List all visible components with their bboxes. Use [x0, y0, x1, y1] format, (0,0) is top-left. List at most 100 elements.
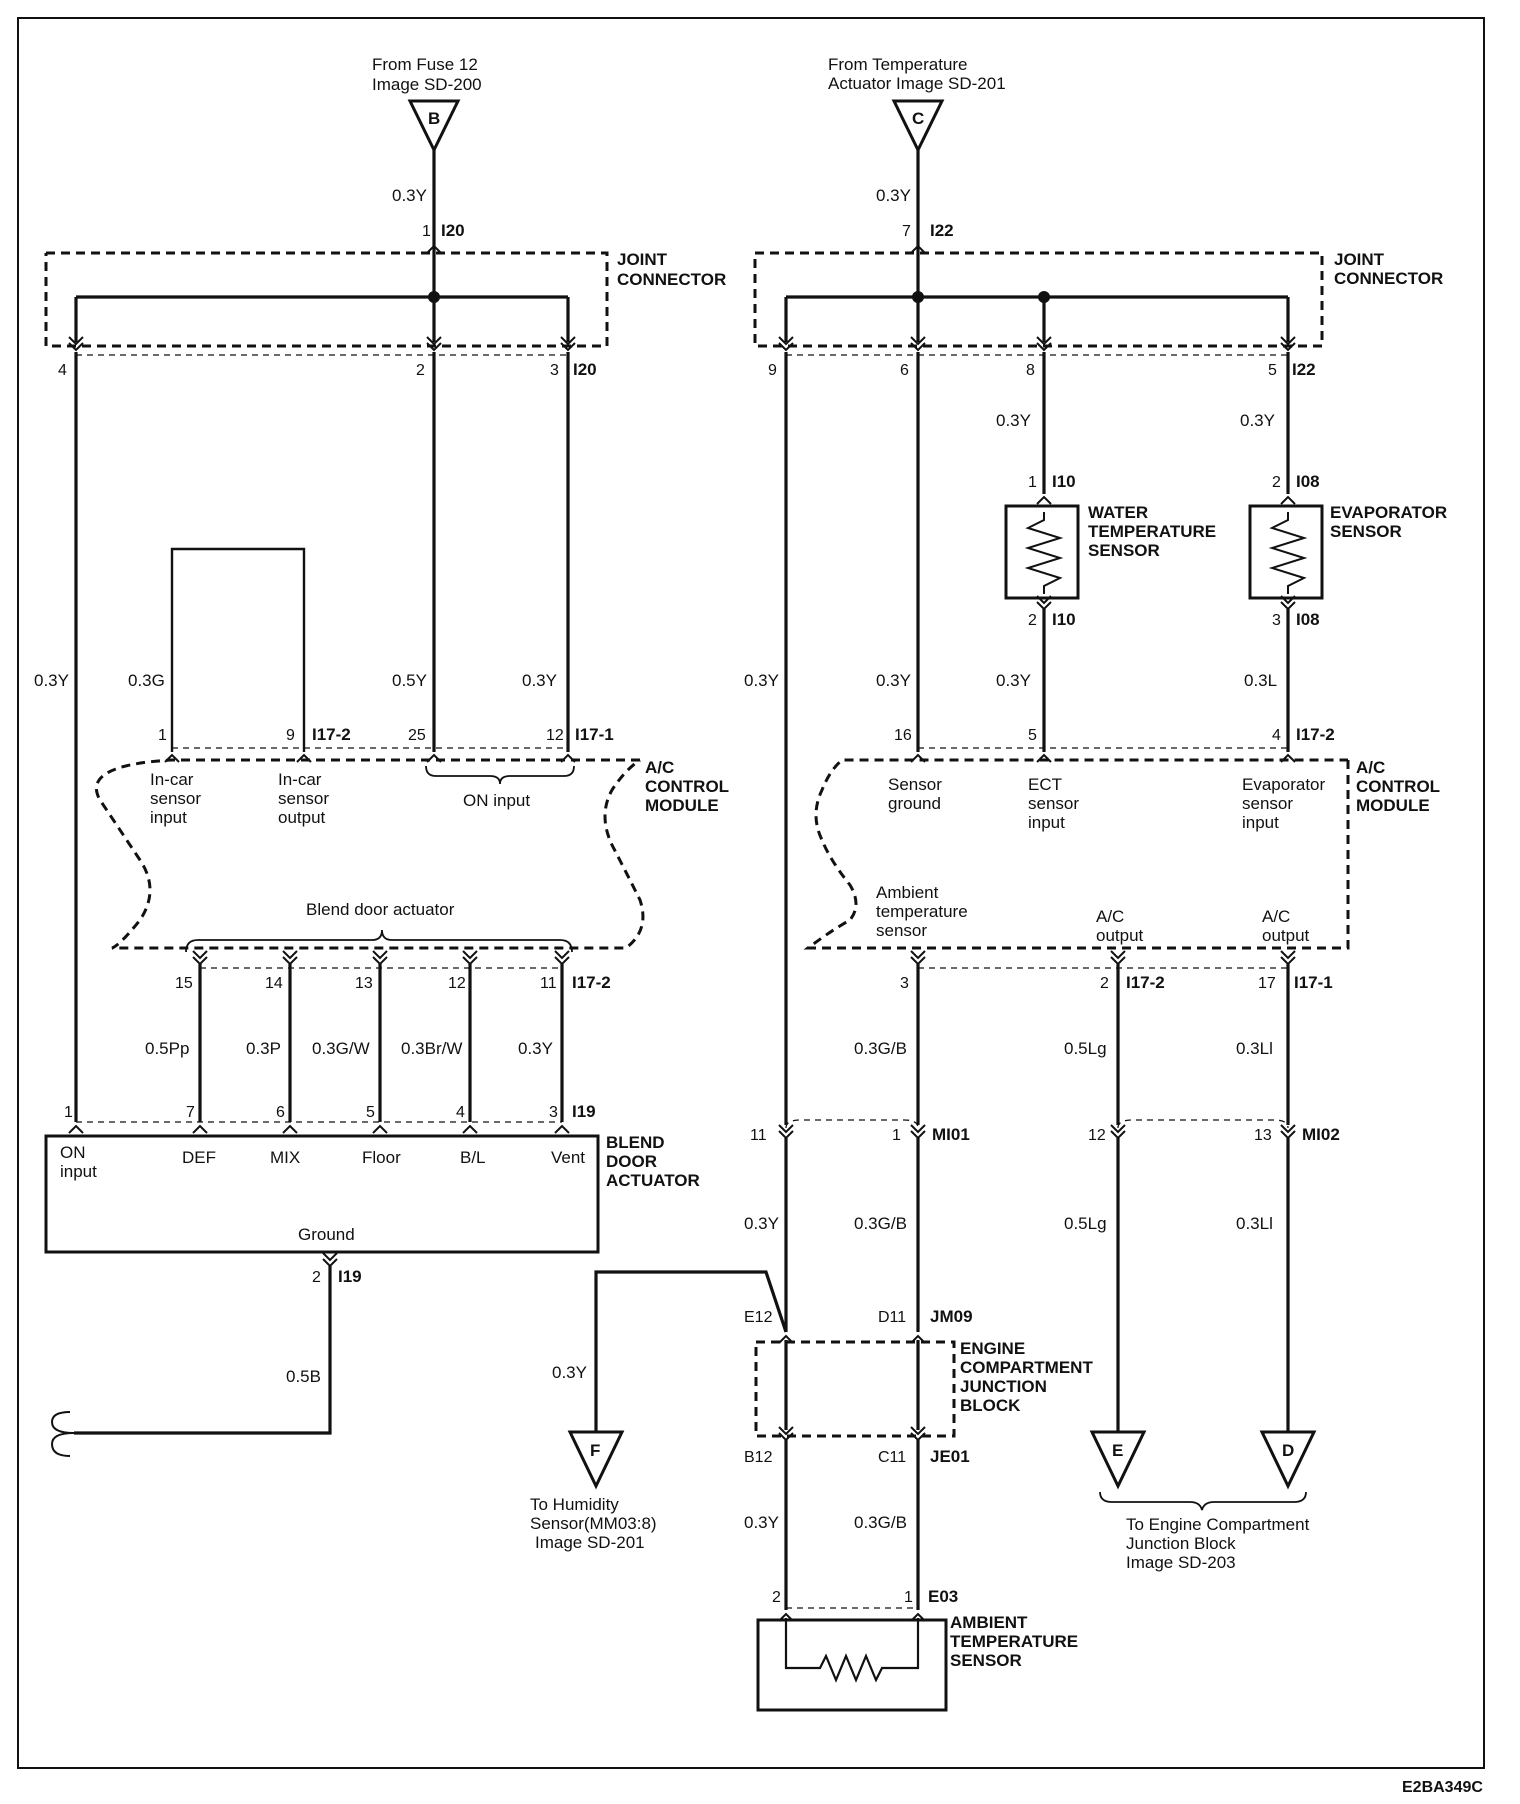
svg-text:0.3Y: 0.3Y [518, 1039, 553, 1058]
svg-text:I19: I19 [338, 1267, 362, 1286]
svg-text:TEMPERATURE: TEMPERATURE [950, 1632, 1078, 1651]
svg-text:12: 12 [448, 975, 466, 992]
ac-control-module-left: A/C CONTROL MODULE [94, 758, 729, 950]
svg-text:2: 2 [1100, 975, 1109, 992]
svg-text:1: 1 [892, 1127, 901, 1144]
joint-connector-right: JOINT CONNECTOR [753, 250, 1443, 348]
svg-text:I20: I20 [573, 360, 597, 379]
svg-text:0.5Pp: 0.5Pp [145, 1039, 189, 1058]
terminal-d: D [1259, 1430, 1317, 1490]
svg-text:7: 7 [902, 223, 911, 240]
svg-text:2: 2 [416, 362, 425, 379]
svg-text:Ambient: Ambient [876, 883, 939, 902]
svg-text:WATER: WATER [1088, 503, 1148, 522]
svg-text:0.3G/B: 0.3G/B [854, 1214, 907, 1233]
svg-text:1: 1 [158, 727, 167, 744]
svg-text:0.3P: 0.3P [246, 1039, 281, 1058]
pin-label-sensor-ground: Sensor ground [888, 775, 942, 813]
svg-text:D11: D11 [878, 1309, 906, 1326]
svg-text:JUNCTION: JUNCTION [960, 1377, 1047, 1396]
svg-text:ground: ground [888, 794, 941, 813]
svg-text:AMBIENT: AMBIENT [950, 1613, 1028, 1632]
svg-text:1: 1 [904, 1589, 913, 1606]
water-temperature-sensor: WATER TEMPERATURE SENSOR [1004, 503, 1216, 600]
svg-text:Image SD-203: Image SD-203 [1126, 1553, 1236, 1572]
svg-text:0.3Y: 0.3Y [392, 186, 427, 205]
svg-text:7: 7 [186, 1104, 195, 1121]
svg-text:0.3Br/W: 0.3Br/W [401, 1039, 462, 1058]
svg-text:F: F [590, 1441, 600, 1460]
svg-text:MODULE: MODULE [645, 796, 719, 815]
svg-text:input: input [150, 808, 187, 827]
svg-text:MI01: MI01 [932, 1125, 970, 1144]
pin-label-ect-input: ECT sensor input [1028, 775, 1079, 832]
svg-text:sensor: sensor [876, 921, 927, 940]
svg-text:MI02: MI02 [1302, 1125, 1340, 1144]
svg-text:0.3G/B: 0.3G/B [854, 1039, 907, 1058]
svg-text:sensor: sensor [1028, 794, 1079, 813]
svg-text:Sensor: Sensor [888, 775, 942, 794]
svg-text:JOINT: JOINT [1334, 250, 1385, 269]
svg-text:E: E [1112, 1441, 1123, 1460]
svg-text:0.3Y: 0.3Y [744, 1214, 779, 1233]
svg-text:COMPARTMENT: COMPARTMENT [960, 1358, 1093, 1377]
svg-text:BLOCK: BLOCK [960, 1396, 1021, 1415]
svg-text:ACTUATOR: ACTUATOR [606, 1171, 700, 1190]
svg-text:I08: I08 [1296, 472, 1320, 491]
terminal-f: F [567, 1430, 625, 1490]
svg-text:8: 8 [1026, 362, 1035, 379]
svg-text:Evaporator: Evaporator [1242, 775, 1325, 794]
svg-text:SENSOR: SENSOR [1330, 522, 1402, 541]
svg-text:ENGINE: ENGINE [960, 1339, 1025, 1358]
svg-text:I20: I20 [441, 221, 465, 240]
svg-text:11: 11 [540, 975, 557, 992]
svg-text:CONNECTOR: CONNECTOR [1334, 269, 1443, 288]
svg-text:I17-2: I17-2 [572, 973, 611, 992]
svg-text:13: 13 [355, 975, 373, 992]
svg-text:I19: I19 [572, 1102, 596, 1121]
svg-text:Image SD-200: Image SD-200 [372, 75, 482, 94]
svg-text:0.5Lg: 0.5Lg [1064, 1214, 1107, 1233]
blend-door-actuator: BLEND DOOR ACTUATOR [44, 1133, 700, 1254]
terminal-b: B [407, 99, 461, 154]
svg-text:Ground: Ground [298, 1225, 355, 1244]
svg-text:0.3Ll: 0.3Ll [1236, 1039, 1273, 1058]
svg-text:I17-1: I17-1 [1294, 973, 1333, 992]
svg-text:D: D [1282, 1441, 1294, 1460]
svg-text:TEMPERATURE: TEMPERATURE [1088, 522, 1216, 541]
svg-text:MODULE: MODULE [1356, 796, 1430, 815]
svg-text:0.3Y: 0.3Y [1240, 411, 1275, 430]
svg-text:EVAPORATOR: EVAPORATOR [1330, 503, 1447, 522]
svg-text:Image SD-201: Image SD-201 [535, 1533, 645, 1552]
svg-text:2: 2 [312, 1269, 321, 1286]
svg-text:I10: I10 [1052, 610, 1076, 629]
svg-text:B12: B12 [744, 1449, 773, 1466]
svg-text:11: 11 [750, 1127, 767, 1144]
svg-text:4: 4 [1272, 727, 1281, 744]
svg-text:From Fuse 12: From Fuse 12 [372, 55, 478, 74]
svg-text:1: 1 [1028, 474, 1037, 491]
svg-text:CONNECTOR: CONNECTOR [617, 270, 726, 289]
svg-text:ON: ON [60, 1143, 86, 1162]
pin-label-blend-door-actuator: Blend door actuator [306, 900, 455, 919]
pin-label-on-input: ON input [463, 791, 530, 810]
svg-text:4: 4 [456, 1104, 465, 1121]
svg-text:A/C: A/C [1262, 907, 1290, 926]
svg-text:I10: I10 [1052, 472, 1076, 491]
ref-humidity-sensor: To Humidity Sensor(MM03:8) Image SD-201 [530, 1495, 657, 1552]
svg-text:0.3G/W: 0.3G/W [312, 1039, 370, 1058]
svg-text:Junction Block: Junction Block [1126, 1534, 1236, 1553]
ground-symbol [50, 1411, 75, 1457]
evaporator-sensor: EVAPORATOR SENSOR [1248, 503, 1447, 600]
svg-text:6: 6 [900, 362, 909, 379]
svg-text:5: 5 [1268, 362, 1277, 379]
svg-text:2: 2 [1028, 612, 1037, 629]
svg-text:E03: E03 [928, 1587, 958, 1606]
svg-text:DOOR: DOOR [606, 1152, 657, 1171]
svg-text:0.3Y: 0.3Y [876, 186, 911, 205]
svg-text:MIX: MIX [270, 1148, 300, 1167]
figure-code: E2BA349C [1402, 1779, 1483, 1796]
svg-text:A/C: A/C [1096, 907, 1124, 926]
svg-text:14: 14 [265, 975, 283, 992]
svg-text:output: output [278, 808, 326, 827]
